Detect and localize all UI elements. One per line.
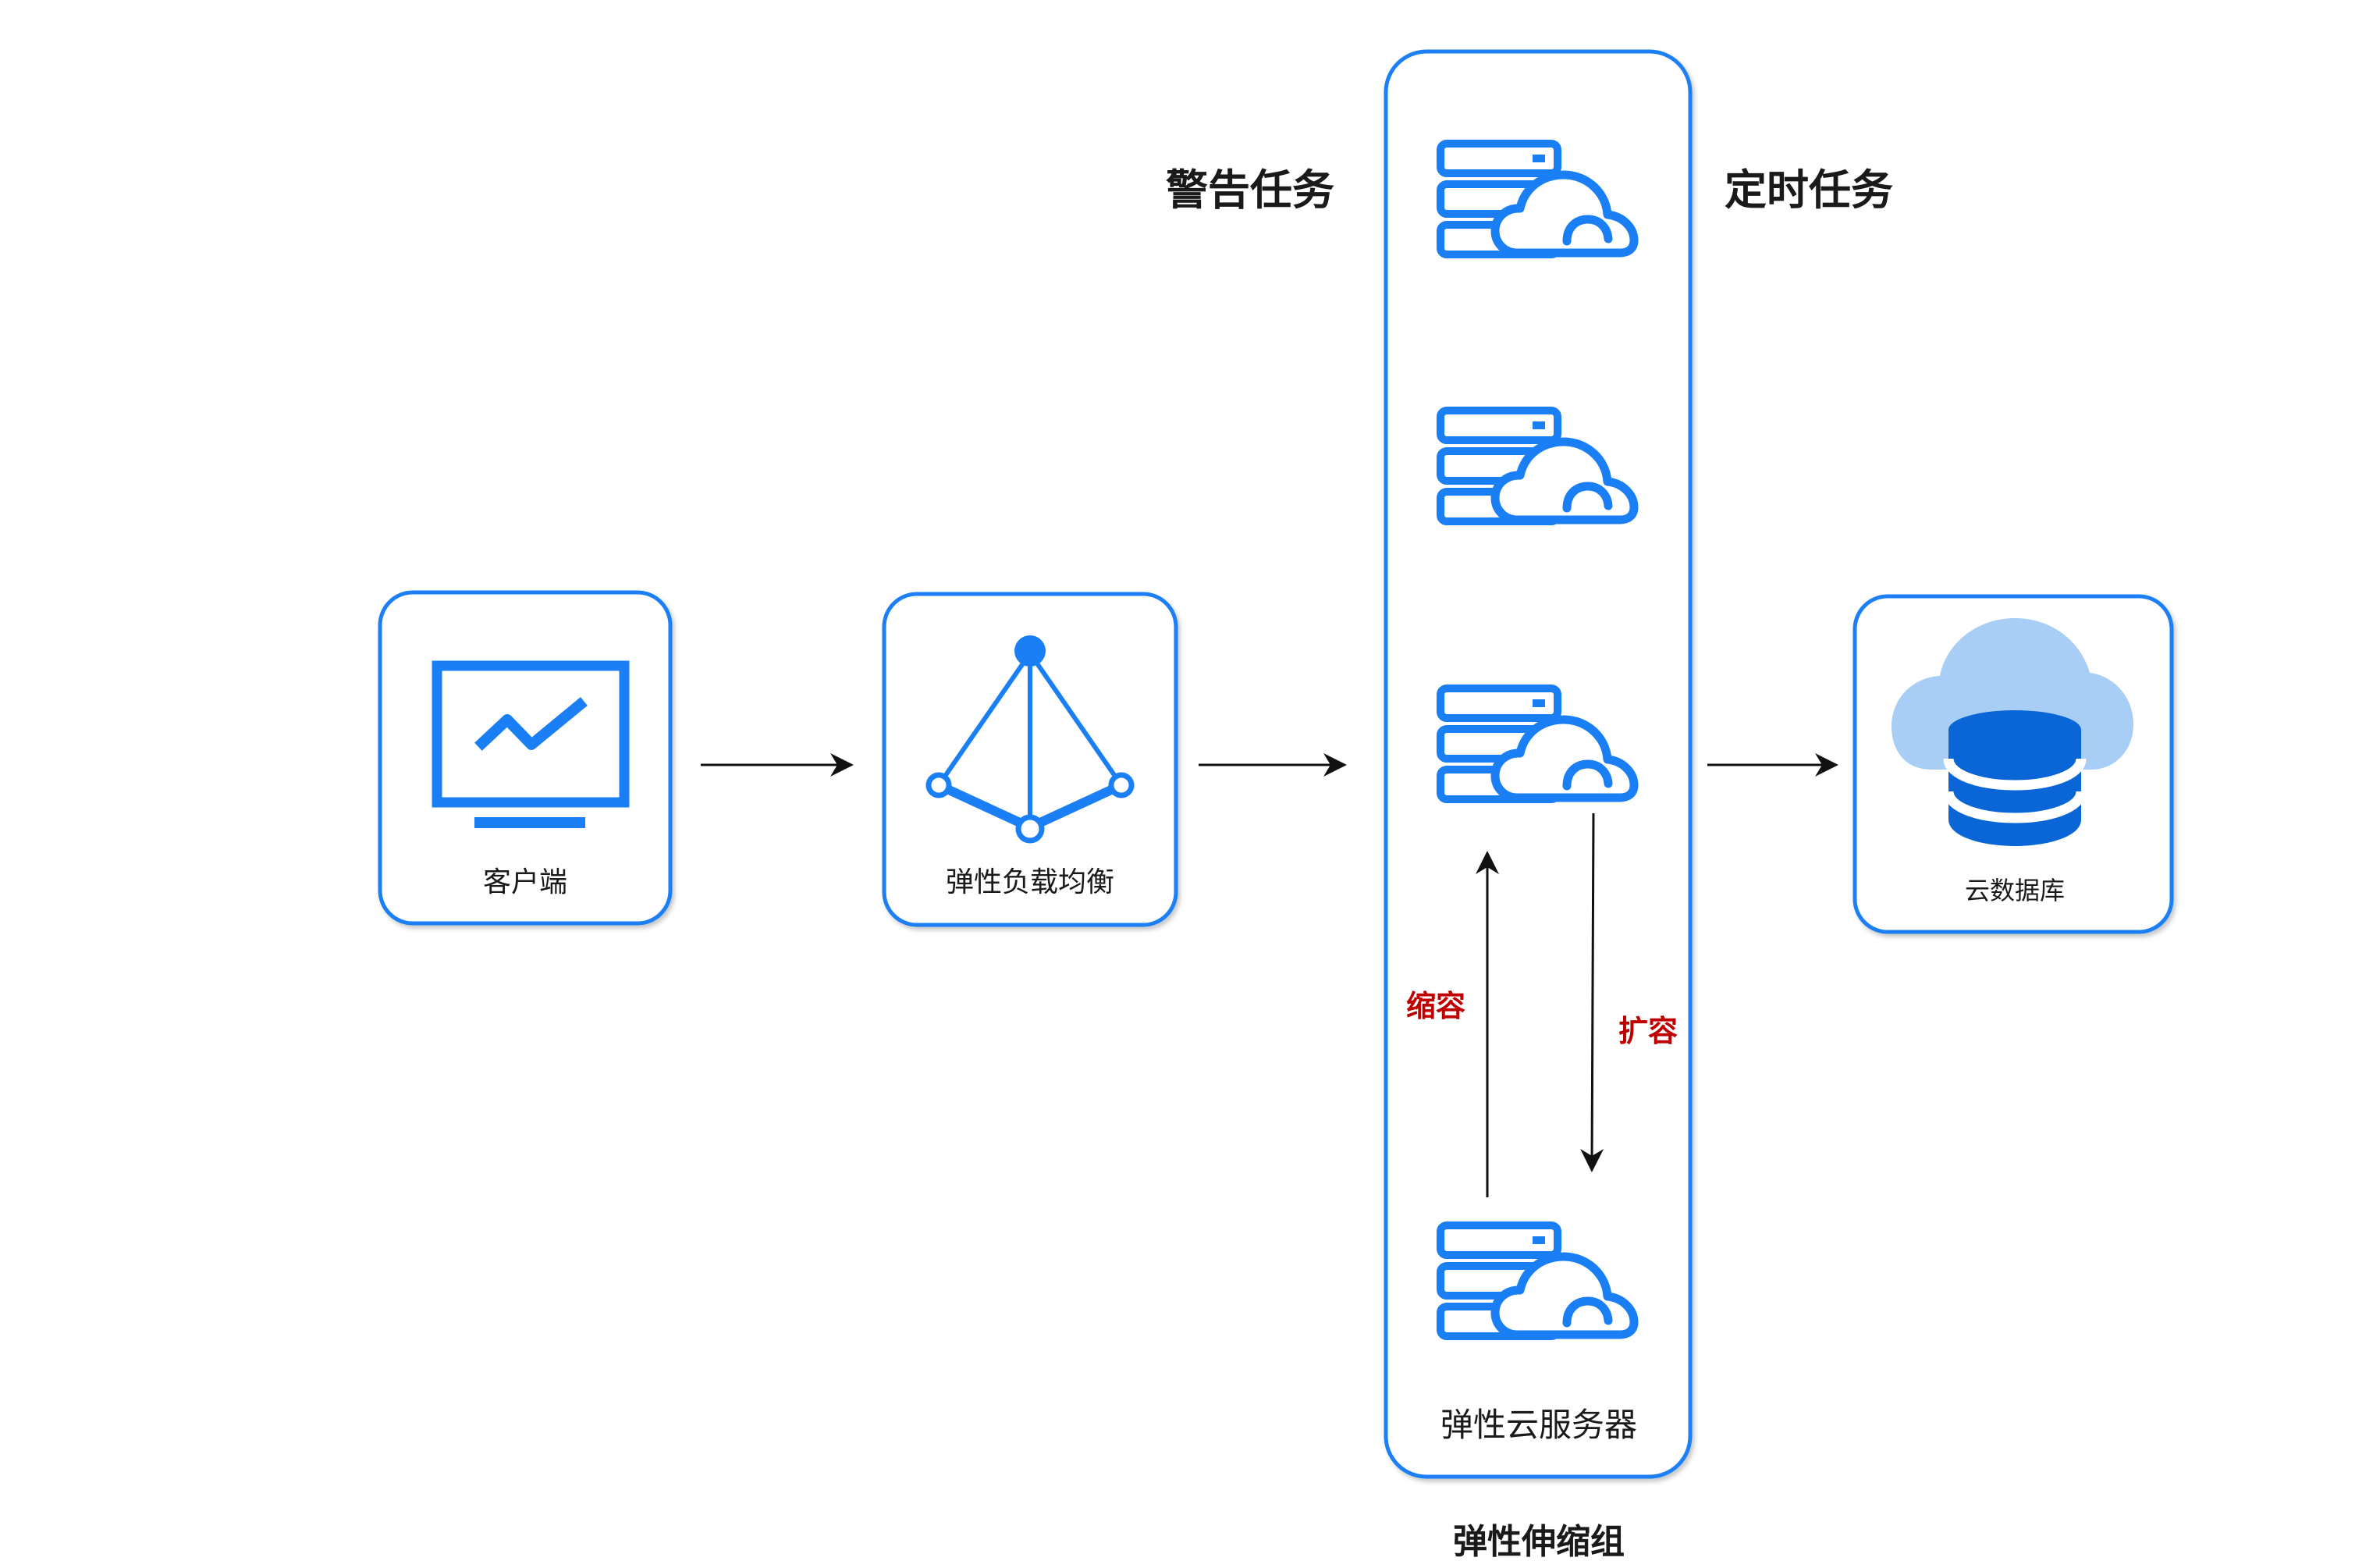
monitor-icon	[432, 660, 630, 828]
slb-node: 弹性负载均衡	[882, 592, 1178, 927]
scaling-group-label: 弹性伸缩组	[1453, 1522, 1625, 1561]
scaling-group: 弹性云服务器 缩容 扩容	[1384, 49, 1693, 1479]
scheduled-task-label: 定时任务	[1725, 165, 1893, 215]
ecs-label: 弹性云服务器	[1440, 1406, 1637, 1444]
client-label: 客户端	[483, 866, 567, 898]
rds-label: 云数据库	[1965, 876, 2065, 905]
scale-out-arrow	[1580, 813, 1604, 1172]
slb-label: 弹性负载均衡	[946, 866, 1114, 898]
scale-out-label: 扩容	[1618, 1014, 1678, 1048]
rds-node: 云数据库	[1852, 594, 2174, 934]
client-box	[378, 590, 673, 926]
cloud-database-icon	[1892, 618, 2133, 846]
scale-in-label: 缩容	[1406, 989, 1465, 1023]
alarm-task-label: 警告任务	[1166, 165, 1334, 215]
client-node: 客户端	[378, 590, 673, 926]
load-balancer-icon	[925, 635, 1135, 844]
